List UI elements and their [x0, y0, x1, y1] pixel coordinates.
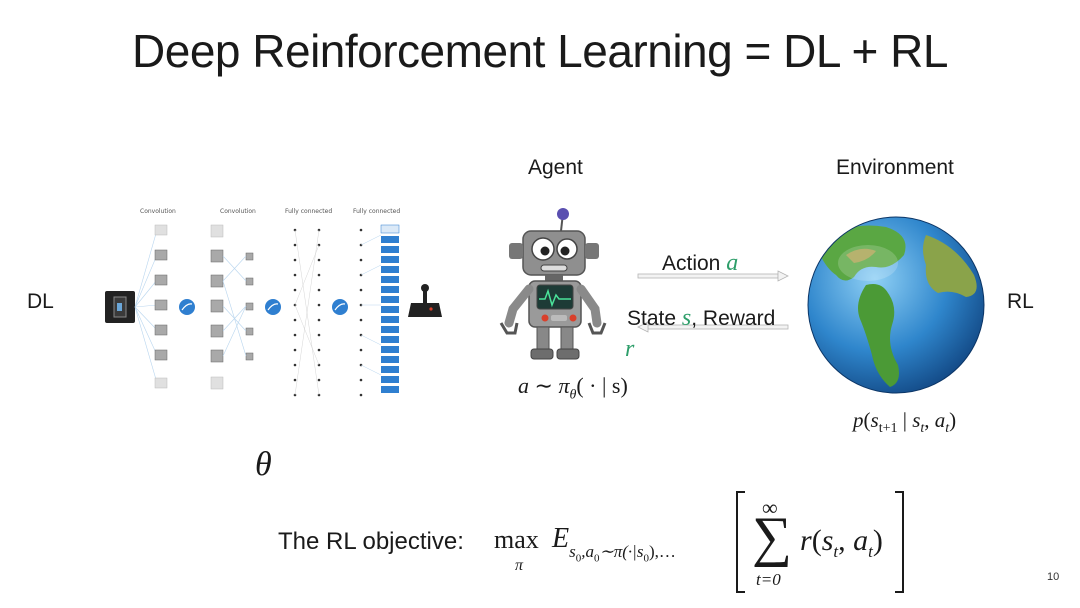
transition-open: ( [863, 408, 871, 432]
layer-label-conv2: Convolution [220, 208, 256, 215]
reward-symbol: r [625, 336, 635, 362]
reward-text: Reward [702, 307, 776, 330]
expectation-sub-s0b: 0 [643, 552, 649, 565]
expectation-sub-a: ,a [581, 542, 594, 561]
expectation-sub-pi: ∼π(·|s [599, 542, 644, 561]
term-close: ) [872, 524, 883, 557]
layer-label-fc1: Fully connected [285, 208, 333, 215]
agent-label: Agent [528, 156, 583, 179]
expectation-sub-s0: 0 [575, 552, 582, 565]
transition-formula: p(st+1 | st, at) [853, 408, 956, 437]
term-t2: t [868, 542, 873, 561]
term-s: s [821, 524, 834, 557]
expectation-E: E [552, 523, 570, 554]
state-text: State [627, 307, 677, 330]
transition-s: s [870, 408, 879, 432]
objective-brackets [736, 491, 904, 593]
sum-lower: t=0 [756, 570, 781, 589]
interaction-arrows [637, 270, 789, 333]
robot-icon [495, 205, 607, 365]
network-graphic [105, 224, 442, 397]
policy-sim: ∼ [534, 373, 553, 398]
expectation-sub-a0: 0 [593, 552, 600, 565]
layer-label-fc2: Fully connected [353, 208, 401, 215]
term-t: t [833, 542, 839, 561]
layer-label-conv1: Convolution [140, 208, 176, 215]
state-reward-arrow [637, 321, 789, 333]
transition-a: a [934, 408, 946, 432]
action-label: Action a [662, 250, 738, 277]
transition-t: t [920, 421, 925, 437]
policy-a: a [518, 373, 529, 398]
neural-network-diagram: Convolution Convolution Fully connected … [105, 205, 445, 405]
action-symbol: a [726, 250, 739, 276]
rl-label: RL [1007, 290, 1034, 313]
term-a: a [853, 524, 869, 557]
policy-pi: π [558, 373, 570, 398]
transition-bar: | [897, 408, 913, 432]
theta-symbol: θ [255, 446, 272, 483]
term-open: ( [811, 524, 822, 557]
expectation-sub-end: ),… [648, 542, 676, 561]
earth-globe-icon [807, 216, 985, 394]
policy-formula: a ∼ πθ( · | s) [518, 373, 628, 403]
reward-term: r(st, at) [800, 524, 883, 562]
dl-label: DL [27, 290, 54, 313]
slide-title: Deep Reinforcement Learning = DL + RL [132, 25, 948, 77]
sum-symbol: ∑ [752, 506, 792, 568]
state-symbol: s [681, 305, 692, 331]
game-screen-icon [105, 291, 135, 323]
term-r: r [800, 524, 812, 557]
transition-s2: s [912, 408, 921, 432]
environment-label: Environment [836, 156, 954, 179]
objective-max: max [494, 525, 539, 554]
objective-max-sub: π [515, 557, 524, 574]
joystick-icon [408, 284, 442, 317]
page-number: 10 [1047, 571, 1060, 583]
transition-p: p [853, 408, 864, 432]
state-reward-label: State s, Reward [627, 305, 776, 331]
transition-t1: t+1 [878, 421, 898, 437]
sum-upper: ∞ [762, 495, 778, 520]
transition-close: ) [949, 408, 957, 432]
objective-expectation: Es0,a0∼π(·|s0),… [552, 523, 676, 564]
expectation-sub-s: s [569, 542, 576, 561]
transition-t2: t [945, 421, 950, 437]
action-text: Action [662, 252, 721, 275]
term-comma: , [838, 524, 854, 557]
objective-label: The RL objective: [278, 528, 464, 555]
transition-comma: , [924, 408, 935, 432]
policy-theta: θ [569, 387, 577, 403]
action-arrow [637, 270, 789, 282]
policy-args: ( · | s) [576, 373, 628, 398]
